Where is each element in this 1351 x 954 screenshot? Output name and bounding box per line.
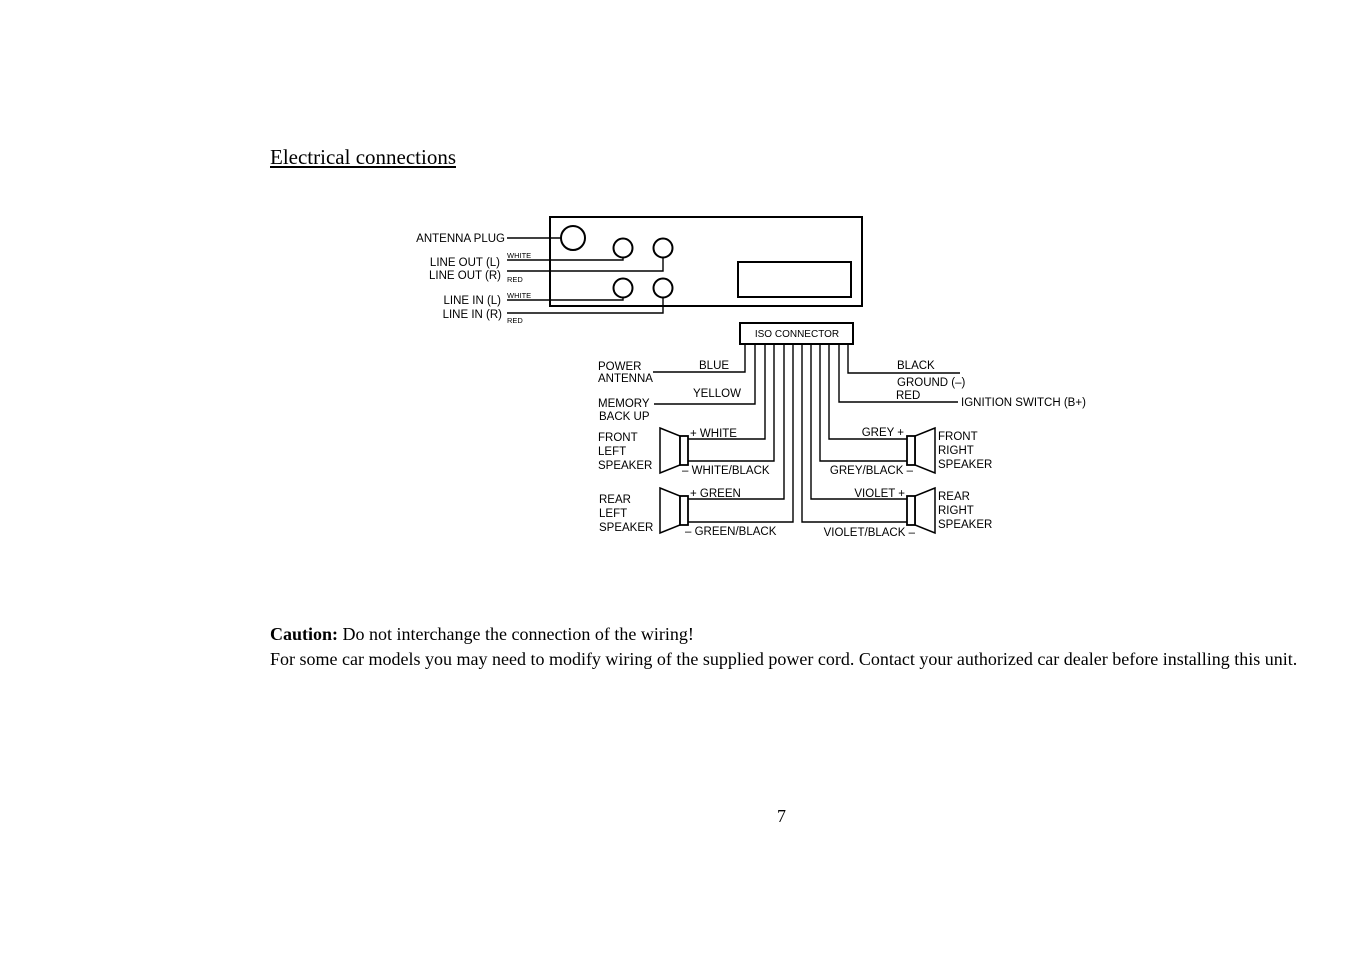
white-black-minus-label: – WHITE/BLACK [682,465,770,477]
line-in-l-label: LINE IN (L) [443,295,501,307]
ground-label: GROUND (–) [897,377,966,389]
rear-right-speaker-icon [906,486,936,535]
ignition-switch-label: IGNITION SWITCH (B+) [961,397,1086,409]
antenna-socket [560,225,586,251]
antenna-label: ANTENNA [598,373,653,385]
antenna-plug-label: ANTENNA PLUG [416,233,505,245]
front-left-label-3: SPEAKER [598,460,652,472]
line-out-r-label: LINE OUT (R) [429,270,501,282]
iso-connector-box [739,322,854,345]
grey-black-minus-label: GREY/BLACK – [830,465,914,477]
rear-left-speaker-icon [659,486,689,535]
black-wire-label: BLACK [897,360,935,372]
line-in-white-label: WHITE [507,291,531,300]
line-out-r-socket [652,237,674,259]
display-window [737,261,852,298]
front-left-label-1: FRONT [598,432,638,444]
front-right-label-2: RIGHT [938,445,974,457]
power-label: POWER [598,361,641,373]
page-number: 7 [777,806,786,826]
line-out-l-label: LINE OUT (L) [430,257,500,269]
line-out-l-socket [612,237,634,259]
page-title: Electrical connections [270,145,456,169]
caution-label: Caution: [270,624,339,644]
rear-right-label-3: SPEAKER [938,519,992,531]
rear-left-label-2: LEFT [599,508,627,520]
front-right-label-3: SPEAKER [938,459,992,471]
rear-right-label-1: REAR [938,491,970,503]
caution-text: Do not interchange the connection of the… [338,624,694,644]
green-black-minus-label: – GREEN/BLACK [685,526,777,538]
line-in-l-socket [612,277,634,299]
line-out-red-label: RED [507,275,523,284]
front-right-speaker-icon [906,426,936,475]
violet-plus-label: VIOLET + [854,488,905,500]
caution-line: Caution: Do not interchange the connecti… [270,622,1310,647]
iso-connector-label: ISO CONNECTOR [755,329,839,340]
line-in-red-label: RED [507,316,523,325]
white-plus-label: + WHITE [690,428,737,440]
front-left-label-2: LEFT [598,446,626,458]
back-up-label: BACK UP [599,411,650,423]
memory-label: MEMORY [598,398,650,410]
installation-note: For some car models you may need to modi… [270,649,1298,669]
caution-note: Caution: Do not interchange the connecti… [270,622,1310,672]
grey-plus-label: GREY + [862,427,905,439]
rear-left-label-1: REAR [599,494,631,506]
front-right-label-1: FRONT [938,431,978,443]
yellow-wire-label: YELLOW [693,388,741,400]
red-wire-label: RED [896,390,920,402]
blue-wire-label: BLUE [699,360,729,372]
line-out-white-label: WHITE [507,251,531,260]
front-left-speaker-icon [659,426,689,475]
rear-right-label-2: RIGHT [938,505,974,517]
violet-black-minus-label: VIOLET/BLACK – [824,527,916,539]
green-plus-label: + GREEN [690,488,741,500]
line-in-r-socket [652,277,674,299]
rear-left-label-3: SPEAKER [599,522,653,534]
line-in-r-label: LINE IN (R) [443,309,503,321]
